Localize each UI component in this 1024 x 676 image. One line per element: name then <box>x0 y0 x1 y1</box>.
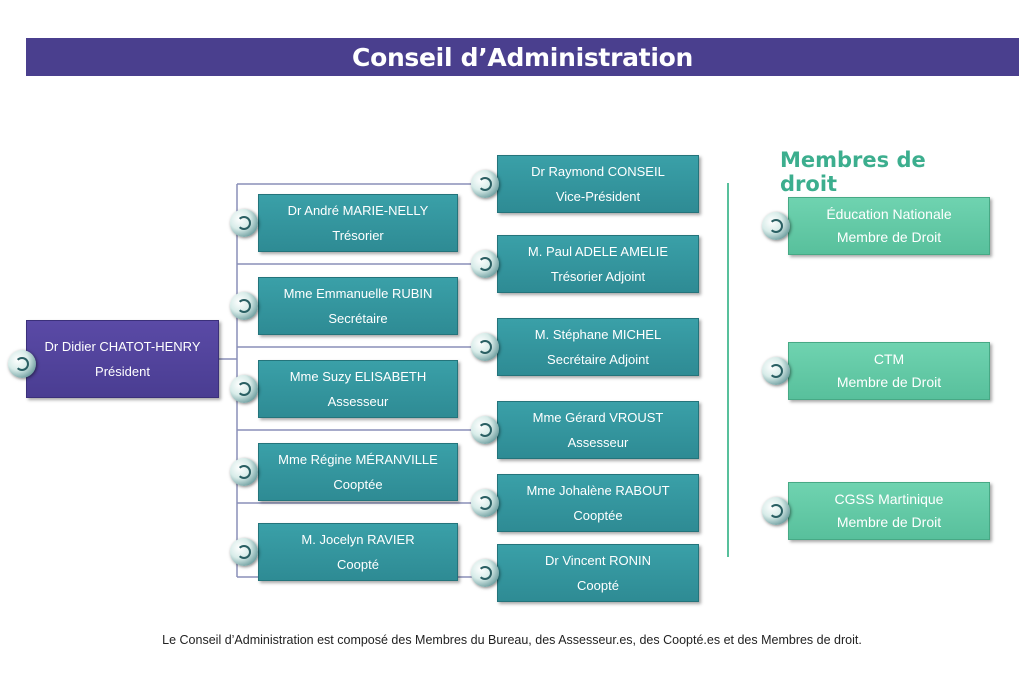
member-box-gerard-vroust: Mme Gérard VROUST Assesseur <box>497 401 699 459</box>
member-role: Secrétaire <box>328 311 388 326</box>
member-orb-icon <box>471 416 499 444</box>
member-orb-icon <box>230 209 258 237</box>
droit-orb-icon <box>762 497 790 525</box>
member-orb-icon <box>471 250 499 278</box>
member-name: Mme Suzy ELISABETH <box>289 369 427 384</box>
droit-role: Membre de Droit <box>836 374 942 390</box>
president-box: Dr Didier CHATOT-HENRY Président <box>26 320 219 398</box>
member-orb-icon <box>471 559 499 587</box>
member-box-jocelyn-ravier: M. Jocelyn RAVIER Coopté <box>258 523 458 581</box>
member-name: M. Jocelyn RAVIER <box>301 532 415 547</box>
member-name: Mme Régine MÉRANVILLE <box>278 452 438 467</box>
member-box-raymond-conseil: Dr Raymond CONSEIL Vice-Président <box>497 155 699 213</box>
member-name: Dr André MARIE-NELLY <box>287 203 429 218</box>
member-role: Trésorier Adjoint <box>550 269 646 284</box>
footnote: Le Conseil d’Administration est composé … <box>162 633 862 647</box>
member-name: Mme Emmanuelle RUBIN <box>283 286 433 301</box>
page-title: Conseil d’Administration <box>352 42 693 72</box>
title-banner: Conseil d’Administration <box>26 38 1019 76</box>
droit-role: Membre de Droit <box>836 514 942 530</box>
president-orb-icon <box>8 350 36 378</box>
droit-name: Éducation Nationale <box>826 206 952 222</box>
droit-box-education-nationale: Éducation Nationale Membre de Droit <box>788 197 990 255</box>
member-role: Vice-Président <box>555 189 641 204</box>
droit-name: CTM <box>873 351 905 367</box>
member-orb-icon <box>471 170 499 198</box>
member-name: Dr Raymond CONSEIL <box>531 164 665 179</box>
member-orb-icon <box>230 292 258 320</box>
member-role: Assesseur <box>567 435 629 450</box>
member-orb-icon <box>230 375 258 403</box>
member-box-suzy-elisabeth: Mme Suzy ELISABETH Assesseur <box>258 360 458 418</box>
member-name: Dr Vincent RONIN <box>545 553 651 568</box>
membres-de-droit-heading: Membres de droit <box>780 148 926 196</box>
member-box-regine-meranville: Mme Régine MÉRANVILLE Cooptée <box>258 443 458 501</box>
member-orb-icon <box>471 489 499 517</box>
droit-orb-icon <box>762 212 790 240</box>
droit-name: CGSS Martinique <box>834 491 944 507</box>
member-role: Coopté <box>577 578 619 593</box>
member-name: M. Stéphane MICHEL <box>534 327 662 342</box>
section-divider <box>727 183 729 557</box>
member-name: Mme Gérard VROUST <box>532 410 664 425</box>
president-role: Président <box>95 364 150 379</box>
member-orb-icon <box>471 333 499 361</box>
member-orb-icon <box>230 538 258 566</box>
member-box-stephane-michel: M. Stéphane MICHEL Secrétaire Adjoint <box>497 318 699 376</box>
member-box-johalene-rabout: Mme Johalène RABOUT Cooptée <box>497 474 699 532</box>
member-box-emmanuelle-rubin: Mme Emmanuelle RUBIN Secrétaire <box>258 277 458 335</box>
member-orb-icon <box>230 458 258 486</box>
member-role: Secrétaire Adjoint <box>547 352 649 367</box>
member-role: Coopté <box>337 557 379 572</box>
member-role: Cooptée <box>333 477 383 492</box>
droit-box-cgss-martinique: CGSS Martinique Membre de Droit <box>788 482 990 540</box>
member-role: Assesseur <box>327 394 389 409</box>
president-name: Dr Didier CHATOT-HENRY <box>44 339 201 354</box>
member-box-vincent-ronin: Dr Vincent RONIN Coopté <box>497 544 699 602</box>
droit-role: Membre de Droit <box>836 229 942 245</box>
member-name: M. Paul ADELE AMELIE <box>527 244 669 259</box>
member-box-andre-marie-nelly: Dr André MARIE-NELLY Trésorier <box>258 194 458 252</box>
droit-box-ctm: CTM Membre de Droit <box>788 342 990 400</box>
member-name: Mme Johalène RABOUT <box>526 483 670 498</box>
member-role: Trésorier <box>332 228 384 243</box>
member-box-paul-adele-amelie: M. Paul ADELE AMELIE Trésorier Adjoint <box>497 235 699 293</box>
droit-orb-icon <box>762 357 790 385</box>
member-role: Cooptée <box>573 508 623 523</box>
